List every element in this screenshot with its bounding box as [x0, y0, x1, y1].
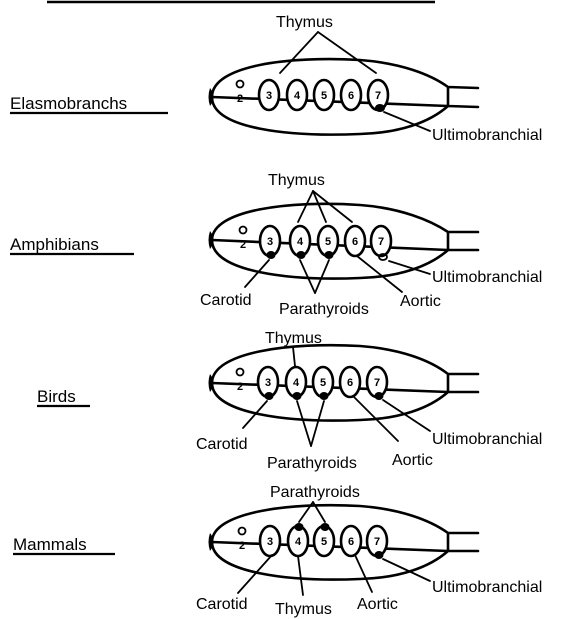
leader-line	[280, 32, 318, 73]
thymus-label: Thymus	[265, 330, 322, 347]
pouch-1-mark	[237, 369, 244, 376]
birds-panel: Birds 2 3 4 5 6 7 Thymus Carotid Parathy…	[37, 330, 542, 472]
pouch-number: 3	[267, 236, 273, 248]
ultimobranchial-body	[375, 392, 384, 400]
pouch-number: 5	[321, 90, 327, 102]
pouch-number: 6	[348, 90, 354, 102]
leader-line	[318, 32, 376, 73]
parathyroid-body	[293, 392, 302, 400]
elasmobranchs-panel: Elasmobranchs 2 3 4 5 6 7 Thymus Ultimob…	[10, 14, 542, 144]
mammals-panel: Mammals 2 3 4 5 6 7 Parathyroids Carotid…	[13, 484, 542, 618]
ultimobranchial-label: Ultimobranchial	[432, 431, 542, 448]
parathyroid-body	[325, 251, 334, 259]
aortic-label: Aortic	[392, 452, 433, 469]
thymus-label: Thymus	[276, 14, 333, 31]
parathyroid-body	[295, 523, 304, 531]
leader-line	[315, 260, 329, 293]
leader-line	[297, 401, 311, 446]
pouch-number: 7	[374, 377, 380, 389]
group-label: Elasmobranchs	[10, 94, 127, 113]
parathyroids-label: Parathyroids	[279, 301, 369, 318]
parathyroids-label: Parathyroids	[267, 455, 357, 472]
pouch-number: 7	[375, 90, 381, 102]
carotid-body	[265, 392, 274, 400]
leader-line	[298, 556, 303, 595]
thymus-label: Thymus	[268, 172, 325, 189]
pouch-number: 5	[321, 536, 327, 548]
pouch-number: 3	[265, 377, 271, 389]
pouch-number: 3	[266, 90, 272, 102]
pouch-number: 6	[347, 377, 353, 389]
pouch-number: 5	[325, 236, 331, 248]
pouch-number: 3	[267, 536, 273, 548]
ultimobranchial-body	[375, 551, 384, 559]
carotid-label: Carotid	[196, 436, 248, 453]
pouch-number: 4	[294, 90, 301, 102]
group-label: Mammals	[13, 535, 87, 554]
leader-line	[311, 401, 324, 446]
pouch-number: 4	[293, 377, 300, 389]
pouch-number: 4	[295, 536, 302, 548]
ultimobranchial-label: Ultimobranchial	[432, 579, 542, 596]
pouch-number: 7	[378, 236, 384, 248]
pouch-number: 4	[297, 236, 304, 248]
leader-line	[353, 396, 398, 441]
group-label: Amphibians	[10, 235, 99, 254]
group-label: Birds	[37, 387, 76, 406]
pouch-1-mark	[239, 528, 246, 535]
pouch-number: 2	[239, 540, 245, 552]
parathyroid-body	[297, 251, 306, 259]
pouch-number: 2	[237, 381, 243, 393]
carotid-label: Carotid	[200, 292, 252, 309]
pouch-number: 6	[352, 236, 358, 248]
ultimobranchial-label: Ultimobranchial	[432, 127, 542, 144]
pouch-number: 2	[240, 239, 246, 251]
carotid-label: Carotid	[196, 596, 248, 613]
leader-line	[389, 261, 430, 274]
leader-line	[383, 559, 430, 581]
ultimobranchial-label: Ultimobranchial	[432, 269, 542, 286]
leader-line	[383, 400, 430, 431]
parathyroids-label: Parathyroids	[270, 484, 360, 501]
parathyroid-body	[321, 523, 330, 531]
thymus-label: Thymus	[275, 601, 332, 618]
leader-line	[298, 191, 313, 222]
pouch-number: 5	[320, 377, 326, 389]
aortic-label: Aortic	[400, 293, 441, 310]
aortic-label: Aortic	[357, 596, 398, 613]
ultimobranchial-body	[375, 104, 385, 112]
pouch-1-mark	[237, 81, 244, 88]
parathyroid-body	[320, 392, 329, 400]
leader-line	[293, 347, 295, 366]
amphibians-panel: Amphibians 2 3 4 5 6 7 Thymus Carotid Pa…	[10, 172, 542, 318]
carotid-body	[267, 251, 276, 259]
pouch-number: 2	[237, 93, 243, 105]
pouch-1-mark	[240, 227, 247, 234]
pouch-number: 6	[348, 536, 354, 548]
leader-line	[355, 555, 372, 592]
pouch-number: 7	[374, 536, 380, 548]
